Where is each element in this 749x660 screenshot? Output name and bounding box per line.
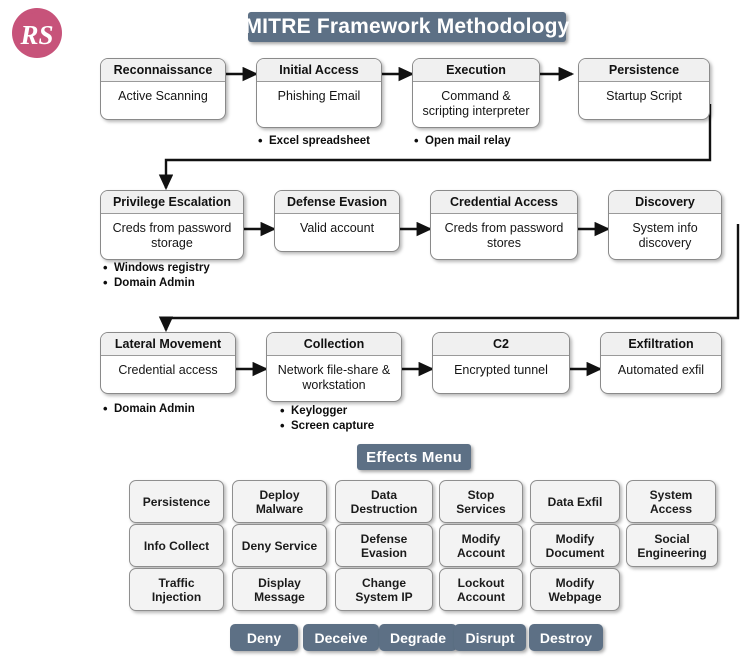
effect-button-modify-document[interactable]: Modify Document — [530, 524, 620, 567]
flow-node-collection[interactable]: Collection Network file-share & workstat… — [266, 332, 402, 402]
flow-node-header: C2 — [433, 333, 569, 356]
rs-logo-icon: RS — [9, 6, 67, 62]
effect-button-change-system-ip[interactable]: Change System IP — [335, 568, 433, 611]
flow-node-c2[interactable]: C2 Encrypted tunnel — [432, 332, 570, 394]
flow-node-body: Creds from password stores — [444, 221, 564, 250]
flow-node-bullets: Domain Admin — [103, 401, 195, 417]
svg-text:RS: RS — [19, 20, 53, 50]
page-title: MITRE Framework Methodology — [244, 12, 569, 42]
flow-node-body: Encrypted tunnel — [454, 363, 548, 377]
bullet-item: Screen capture — [280, 418, 374, 434]
effect-action-destroy[interactable]: Destroy — [529, 624, 603, 651]
effect-action-deny[interactable]: Deny — [230, 624, 298, 651]
flow-node-header: Privilege Escalation — [101, 191, 243, 214]
flow-node-bullets: Keylogger Screen capture — [280, 403, 374, 434]
effect-button-stop-services[interactable]: Stop Services — [439, 480, 523, 523]
flow-node-bullets: Open mail relay — [414, 133, 511, 149]
flow-node-body: Valid account — [299, 221, 375, 235]
flow-node-header: Initial Access — [257, 59, 381, 82]
flow-node-body: Creds from password storage — [112, 221, 232, 250]
flow-node-lateral-movement[interactable]: Lateral Movement Credential access — [100, 332, 236, 394]
flow-node-execution[interactable]: Execution Command & scripting interprete… — [412, 58, 540, 128]
effect-button-data-destruction[interactable]: Data Destruction — [335, 480, 433, 523]
flow-node-body: Startup Script — [606, 89, 682, 103]
flow-node-body: Network file-share & workstation — [277, 363, 391, 392]
flow-node-credential-access[interactable]: Credential Access Creds from password st… — [430, 190, 578, 260]
flow-node-discovery[interactable]: Discovery System info discovery — [608, 190, 722, 260]
flow-node-header: Persistence — [579, 59, 709, 82]
effect-button-defense-evasion[interactable]: Defense Evasion — [335, 524, 433, 567]
effect-button-social-engineering[interactable]: Social Engineering — [626, 524, 718, 567]
flow-node-header: Collection — [267, 333, 401, 356]
effect-action-disrupt[interactable]: Disrupt — [454, 624, 526, 651]
flow-node-privilege-escalation[interactable]: Privilege Escalation Creds from password… — [100, 190, 244, 260]
effect-button-modify-account[interactable]: Modify Account — [439, 524, 523, 567]
flow-node-body: System info discovery — [632, 221, 698, 250]
bullet-item: Open mail relay — [414, 133, 511, 149]
flow-node-header: Lateral Movement — [101, 333, 235, 356]
effect-button-lockout-account[interactable]: Lockout Account — [439, 568, 523, 611]
bullet-item: Keylogger — [280, 403, 374, 419]
flow-node-exfiltration[interactable]: Exfiltration Automated exfil — [600, 332, 722, 394]
bullet-item: Domain Admin — [103, 275, 210, 291]
effects-menu-title: Effects Menu — [357, 444, 471, 470]
bullet-item: Domain Admin — [103, 401, 195, 417]
flow-node-reconnaissance[interactable]: Reconnaissance Active Scanning — [100, 58, 226, 120]
flow-node-body: Active Scanning — [118, 89, 208, 103]
effect-action-deceive[interactable]: Deceive — [303, 624, 379, 651]
flow-node-body: Phishing Email — [277, 89, 361, 103]
flow-node-header: Discovery — [609, 191, 721, 214]
effect-button-deploy-malware[interactable]: Deploy Malware — [232, 480, 327, 523]
effect-button-data-exfil[interactable]: Data Exfil — [530, 480, 620, 523]
effect-button-traffic-injection[interactable]: Traffic Injection — [129, 568, 224, 611]
flow-node-initial-access[interactable]: Initial Access Phishing Email — [256, 58, 382, 128]
flow-node-header: Execution — [413, 59, 539, 82]
flow-node-body: Automated exfil — [617, 363, 705, 377]
flow-node-header: Reconnaissance — [101, 59, 225, 82]
flow-node-defense-evasion[interactable]: Defense Evasion Valid account — [274, 190, 400, 252]
flow-node-bullets: Windows registry Domain Admin — [103, 260, 210, 291]
effect-button-info-collect[interactable]: Info Collect — [129, 524, 224, 567]
flow-node-header: Exfiltration — [601, 333, 721, 356]
bullet-item: Excel spreadsheet — [258, 133, 370, 149]
flow-node-persistence[interactable]: Persistence Startup Script — [578, 58, 710, 120]
effect-button-deny-service[interactable]: Deny Service — [232, 524, 327, 567]
effect-button-persistence[interactable]: Persistence — [129, 480, 224, 523]
effect-button-system-access[interactable]: System Access — [626, 480, 716, 523]
bullet-item: Windows registry — [103, 260, 210, 276]
flow-node-body: Credential access — [118, 363, 218, 377]
flow-node-body: Command & scripting interpreter — [422, 89, 530, 118]
effect-action-degrade[interactable]: Degrade — [379, 624, 457, 651]
effect-button-modify-webpage[interactable]: Modify Webpage — [530, 568, 620, 611]
flow-node-header: Credential Access — [431, 191, 577, 214]
effect-button-display-message[interactable]: Display Message — [232, 568, 327, 611]
flow-node-bullets: Excel spreadsheet — [258, 133, 370, 149]
flow-node-header: Defense Evasion — [275, 191, 399, 214]
